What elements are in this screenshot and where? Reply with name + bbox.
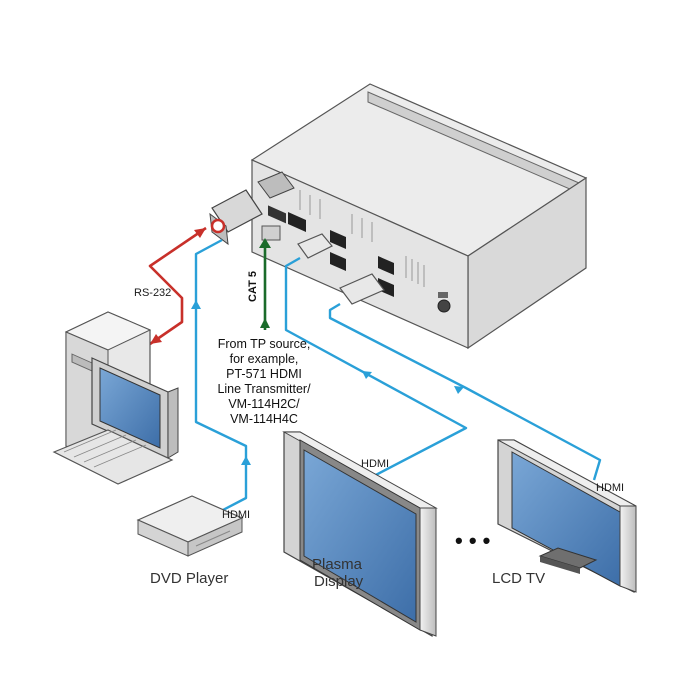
rs232-cable [148,226,207,346]
dvd-player [136,495,244,557]
plasma-label-line-1: Plasma [312,556,363,573]
hdmi-label-plasma: HDMI [361,458,390,470]
rs232-connector [209,189,263,246]
hdmi-cable-plasma [284,256,468,480]
pc-computer [52,311,179,485]
ellipsis-dots: • • • [455,528,491,553]
scaler-device [250,83,588,350]
cat5-label: CAT 5 [247,271,259,302]
dvd-player-label: DVD Player [150,570,229,587]
plasma-label-line-2: Display [314,573,364,590]
plasma-display [282,431,438,638]
source-note-line-6: VM-114H4C [230,412,298,426]
hdmi-plug-out1 [297,233,333,259]
rs232-arrow-bottom [150,334,162,344]
source-note: From TP source, for example, PT-571 HDMI… [196,337,332,427]
source-note-line-2: for example, [229,352,299,366]
source-note-line-4: Line Transmitter/ [217,382,311,396]
source-note-line-3: PT-571 HDMI [226,367,302,381]
lcd-tv [497,439,637,593]
hdmi-cable-dvd [194,238,248,524]
rs232-label: RS-232 [134,287,172,299]
hdmi-label-dvd: HDMI [222,509,251,521]
cat5-arrow [259,238,271,248]
rs232-arrow-top [194,228,206,238]
hdmi-cable-lcd [328,302,602,481]
hdmi-plug-out2 [339,273,385,305]
cat5-plug [261,225,281,241]
source-note-line-5: VM-114H2C/ [228,397,300,411]
hdmi-label-lcd: HDMI [596,482,625,494]
source-note-line-1: From TP source, [217,337,311,351]
lcd-tv-label: LCD TV [492,570,546,587]
